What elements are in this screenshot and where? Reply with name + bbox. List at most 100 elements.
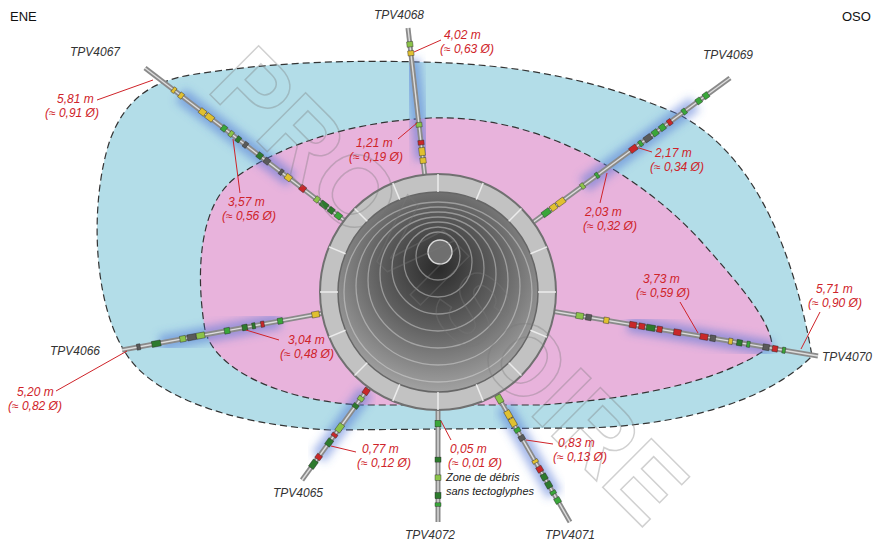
core-chip [656,326,662,333]
borehole-label: TPV4068 [374,8,424,22]
core-chip [171,87,177,94]
core-chip [702,92,710,100]
core-chip [536,465,544,473]
ring-joint [538,291,556,293]
core-chip [178,92,185,99]
note-label: Zone de débris sans tectoglyphes [446,470,536,498]
leader-line [801,312,820,349]
ring-joint [355,363,368,376]
core-chip [772,345,778,352]
core-chip [532,458,539,464]
depth-label: 0,77 m [362,442,399,456]
core-chip [629,321,637,328]
core-chip [637,140,643,147]
core-chip [541,208,552,218]
core-chip [579,183,586,190]
core-chip [666,118,673,125]
ring-joint [393,384,400,401]
core-chip [315,453,323,461]
core-chip [603,317,609,324]
core-chip [518,434,526,441]
ratio-label: (≈ 0,32 Ø) [583,219,637,233]
core-chip [335,423,345,434]
ring-joint [320,291,338,293]
ratio-label: (≈ 0,90 Ø) [808,296,862,310]
core-chip [544,480,552,489]
depth-label: 3,57 m [228,195,265,209]
core-chip [252,323,256,329]
core-chip [736,339,742,346]
core-chip [514,427,521,434]
ratio-label: (≈ 0,34 Ø) [650,160,704,174]
depth-label: 5,20 m [17,385,54,399]
core-chip [418,140,424,145]
core-chip [594,172,600,179]
ring-joint [437,174,439,192]
leader-line [246,330,279,340]
core-chip [585,314,592,321]
core-chip [550,490,557,496]
leader-line [600,173,607,203]
core-chip [728,338,733,345]
core-chip [646,324,656,331]
leader-line [233,139,240,193]
depth-label: 4,02 m [444,28,481,42]
core-chip [435,503,441,507]
core-chip [681,108,688,115]
compass-label: OSO [842,10,871,24]
core-chip [700,333,709,340]
leader-line [680,302,698,333]
ratio-label: (≈ 0,13 Ø) [553,450,607,464]
depth-label: 1,21 m [356,136,393,150]
core-chip [554,496,562,504]
ratio-label: (≈ 0,48 Ø) [280,347,334,361]
core-chip [435,475,441,480]
ring-joint [476,183,483,200]
ratio-label: (≈ 0,19 Ø) [349,150,403,164]
core-chip [419,147,426,156]
core-chip [325,438,334,447]
depth-label: 5,81 m [57,92,94,106]
core-chip [260,321,264,328]
core-chip [196,332,205,339]
core-chip [224,327,231,334]
ratio-label: (≈ 0,12 Ø) [357,456,411,470]
core-chip [331,432,338,438]
borehole-label: TPV4066 [50,344,100,358]
compass-label: ENE [10,10,37,24]
core-chip [782,347,786,353]
ratio-label: (≈ 0,59 Ø) [636,286,690,300]
ratio-label: (≈ 0,82 Ø) [8,399,62,413]
core-chip [651,129,659,137]
core-chip [187,333,197,340]
core-chip [151,340,161,348]
ratio-label: (≈ 0,91 Ø) [45,106,99,120]
core-chip [277,318,283,325]
core-chip [695,97,703,105]
ring-joint [509,209,522,222]
leader-line [414,40,441,52]
depth-label: 2,03 m [585,205,622,219]
core-chip [549,203,558,212]
core-chip [658,123,666,131]
ratio-label: (≈ 0,63 Ø) [440,42,494,56]
core-chip [628,144,638,154]
borehole-label: TPV4070 [822,350,872,364]
ratio-label: (≈ 0,56 Ø) [222,209,276,223]
ring-joint [329,330,346,337]
core-chip [638,323,645,330]
core-chip [407,41,414,47]
core-chip [555,197,566,207]
core-chip [311,311,319,318]
core-chip [136,344,140,351]
leader-line [331,446,356,452]
borehole-label: TPV4071 [545,528,595,542]
depth-label: 0,83 m [558,436,595,450]
ratio-label: (≈ 0,01 Ø) [448,456,502,470]
core-chip [435,420,441,427]
core-chip [746,341,750,347]
leader-line [639,148,652,152]
borehole-label: TPV4067 [70,45,120,59]
ring-joint [530,247,547,254]
core-chip [576,312,584,319]
